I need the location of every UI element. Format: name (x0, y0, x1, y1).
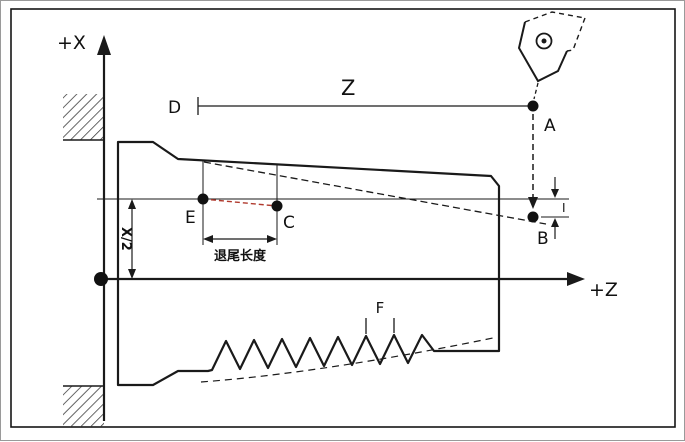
point-b (527, 211, 539, 223)
taper-path-dashed (203, 161, 547, 225)
arrow-down-icon (128, 269, 136, 279)
tool-approach-dashed (533, 82, 539, 100)
thread-root-dashed-curve (200, 337, 494, 383)
x-half-label: X/2 (118, 227, 133, 251)
point-a (527, 100, 539, 112)
z-axis (97, 272, 585, 286)
x-axis (97, 35, 111, 421)
z-dim-label: Z (341, 76, 355, 100)
point-c-label: C (283, 213, 295, 233)
arrow-down-icon (551, 189, 559, 198)
point-e (197, 193, 209, 205)
z-axis-arrow-icon (567, 272, 585, 286)
x-half-dimension (128, 199, 136, 279)
point-c (271, 200, 283, 212)
cutting-tool (517, 11, 586, 100)
z-axis-label: +Z (589, 279, 618, 301)
chuck-hatch-top (63, 94, 105, 141)
origin-marker (94, 272, 108, 286)
arrow-down-icon (528, 197, 538, 209)
taper-offset-label: I (562, 201, 566, 215)
tail-length-label: 退尾长度 (214, 248, 267, 264)
tail-length-dimension (203, 235, 277, 243)
pitch-dimension (365, 318, 395, 334)
tail-path-dashed (202, 198, 278, 207)
x-axis-label: +X (57, 32, 86, 54)
z-dimension (197, 97, 533, 115)
arrow-left-icon (203, 235, 213, 243)
tool-screw-icon (535, 32, 553, 50)
point-a-label: A (544, 116, 556, 136)
chuck-hatch-bottom (63, 385, 105, 427)
taper-offset-dimension (551, 177, 559, 239)
arrow-up-icon (551, 218, 559, 227)
tool-screw-center-icon (541, 38, 547, 44)
x-axis-arrow-icon (97, 35, 111, 55)
diagram-frame (10, 8, 676, 428)
arrow-right-icon (267, 235, 277, 243)
point-d-label: D (168, 98, 181, 118)
infeed-path (528, 114, 538, 209)
point-b-label: B (537, 229, 549, 249)
point-e-label: E (185, 208, 196, 228)
arrow-up-icon (128, 199, 136, 209)
pitch-label: F (376, 299, 385, 317)
workpiece-outline (116, 140, 501, 387)
